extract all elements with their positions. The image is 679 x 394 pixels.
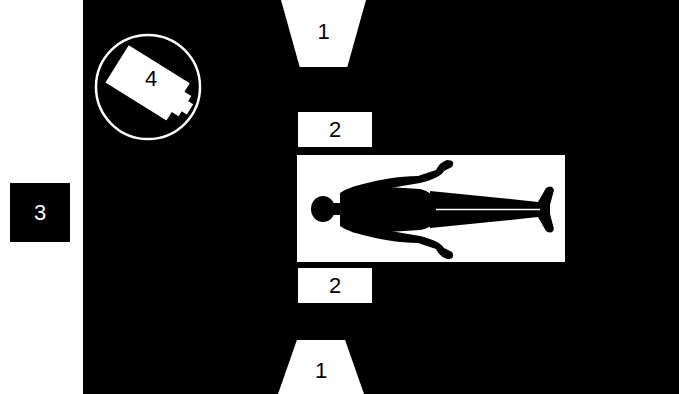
door-shape-fill: [281, 0, 366, 67]
panel-box: 2: [298, 112, 372, 147]
callout-number: 2: [329, 119, 341, 141]
callout-number: 3: [34, 202, 46, 224]
camera-shape: 4: [103, 42, 199, 128]
patient-table: [297, 155, 565, 262]
door-shape: 1: [278, 340, 364, 394]
panel-box-fill: [298, 112, 372, 147]
patient-silhouette: [311, 160, 554, 259]
callout-number: 4: [145, 68, 157, 90]
callout-number: 1: [317, 21, 329, 43]
panel-box-fill: [298, 268, 372, 303]
panel-box: 2: [298, 268, 372, 303]
camera-lens: [180, 100, 193, 114]
door-shape: 1: [281, 0, 366, 67]
callout-number: 2: [329, 275, 341, 297]
station-box-fill: [10, 183, 70, 242]
room-floor: [83, 0, 679, 394]
callout-number: 1: [315, 360, 327, 382]
camera-circle: [96, 35, 200, 139]
leg-gap: [436, 209, 540, 211]
door-shape-fill: [278, 340, 364, 394]
station-box: 3: [10, 183, 70, 242]
